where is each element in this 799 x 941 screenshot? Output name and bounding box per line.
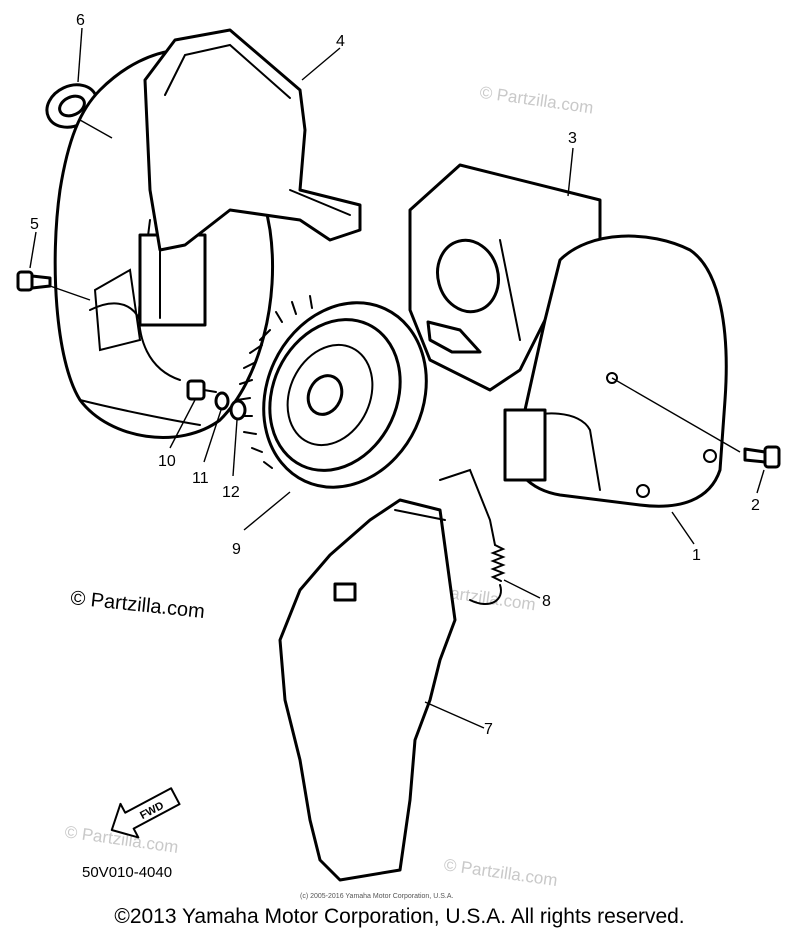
part-8-spring bbox=[439, 468, 506, 605]
part-5-screw bbox=[16, 270, 52, 292]
part-2-screw bbox=[743, 445, 781, 469]
part-3-housing bbox=[408, 163, 602, 392]
callout-2: 2 bbox=[751, 497, 760, 514]
callout-1: 1 bbox=[692, 547, 701, 564]
part-9-flywheel-fan bbox=[236, 295, 428, 489]
part-4-top-cover bbox=[143, 28, 362, 252]
part-7-duct bbox=[278, 498, 457, 882]
part-1-main-cover bbox=[503, 234, 728, 508]
fine-print: (c) 2005-2016 Yamaha Motor Corporation, … bbox=[300, 893, 453, 900]
callout-8: 8 bbox=[542, 593, 551, 610]
callout-7: 7 bbox=[484, 721, 493, 738]
callout-3: 3 bbox=[568, 130, 577, 147]
watermark-faint: © Partzilla.com bbox=[479, 83, 595, 118]
callout-9: 9 bbox=[232, 541, 241, 558]
watermark-faint: © Partzilla.com bbox=[443, 855, 559, 890]
callout-6: 6 bbox=[76, 12, 85, 29]
callouts: 1 2 3 4 5 6 7 8 9 10 11 12 bbox=[30, 12, 760, 738]
part-11-washer bbox=[214, 391, 230, 411]
copyright: ©2013 Yamaha Motor Corporation, U.S.A. A… bbox=[114, 905, 685, 928]
callout-5: 5 bbox=[30, 216, 39, 233]
callout-12: 12 bbox=[222, 484, 240, 501]
callout-4: 4 bbox=[336, 33, 345, 50]
callout-11: 11 bbox=[192, 470, 209, 487]
leader-lines bbox=[29, 27, 765, 729]
part-number: 50V010-4040 bbox=[82, 864, 172, 881]
watermark-main: © Partzilla.com bbox=[69, 587, 205, 623]
callout-10: 10 bbox=[158, 453, 176, 470]
part-12-nut bbox=[229, 399, 247, 421]
